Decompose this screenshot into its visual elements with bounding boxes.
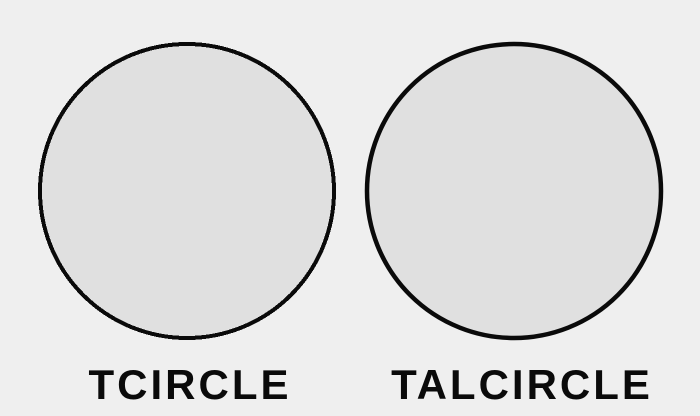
tcircle-label: TCIRCLE	[88, 361, 292, 408]
antialiased-circle	[364, 41, 664, 341]
aliased-circle	[38, 42, 336, 340]
talcircle-label: TALCIRCLE	[391, 361, 653, 408]
